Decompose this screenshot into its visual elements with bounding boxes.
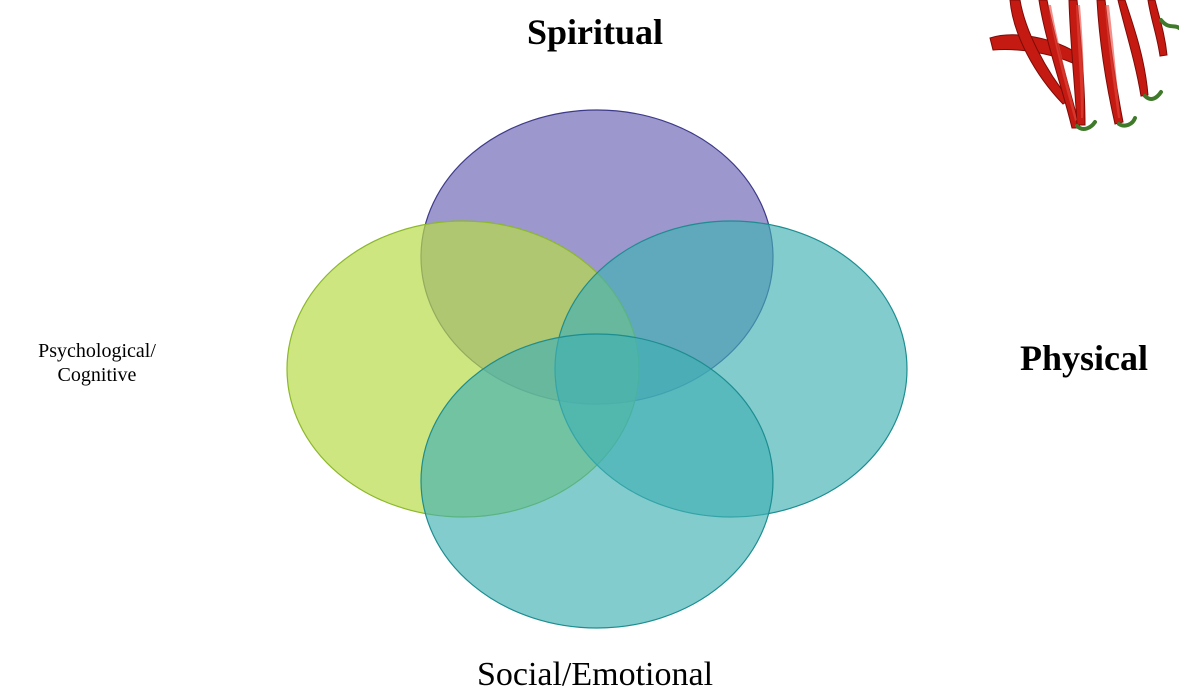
psychological-label-line: Psychological/ bbox=[38, 340, 156, 362]
psychological-cognitive-label: Psychological/ Cognitive bbox=[12, 339, 182, 387]
red-chili-peppers-icon bbox=[989, 0, 1179, 131]
social-emotional-label: Social/Emotional bbox=[476, 656, 714, 693]
spiritual-label: Spiritual bbox=[526, 12, 664, 52]
cognitive-label-line: Cognitive bbox=[57, 364, 137, 386]
social-emotional-circle bbox=[420, 333, 774, 629]
physical-label: Physical bbox=[1020, 338, 1149, 378]
